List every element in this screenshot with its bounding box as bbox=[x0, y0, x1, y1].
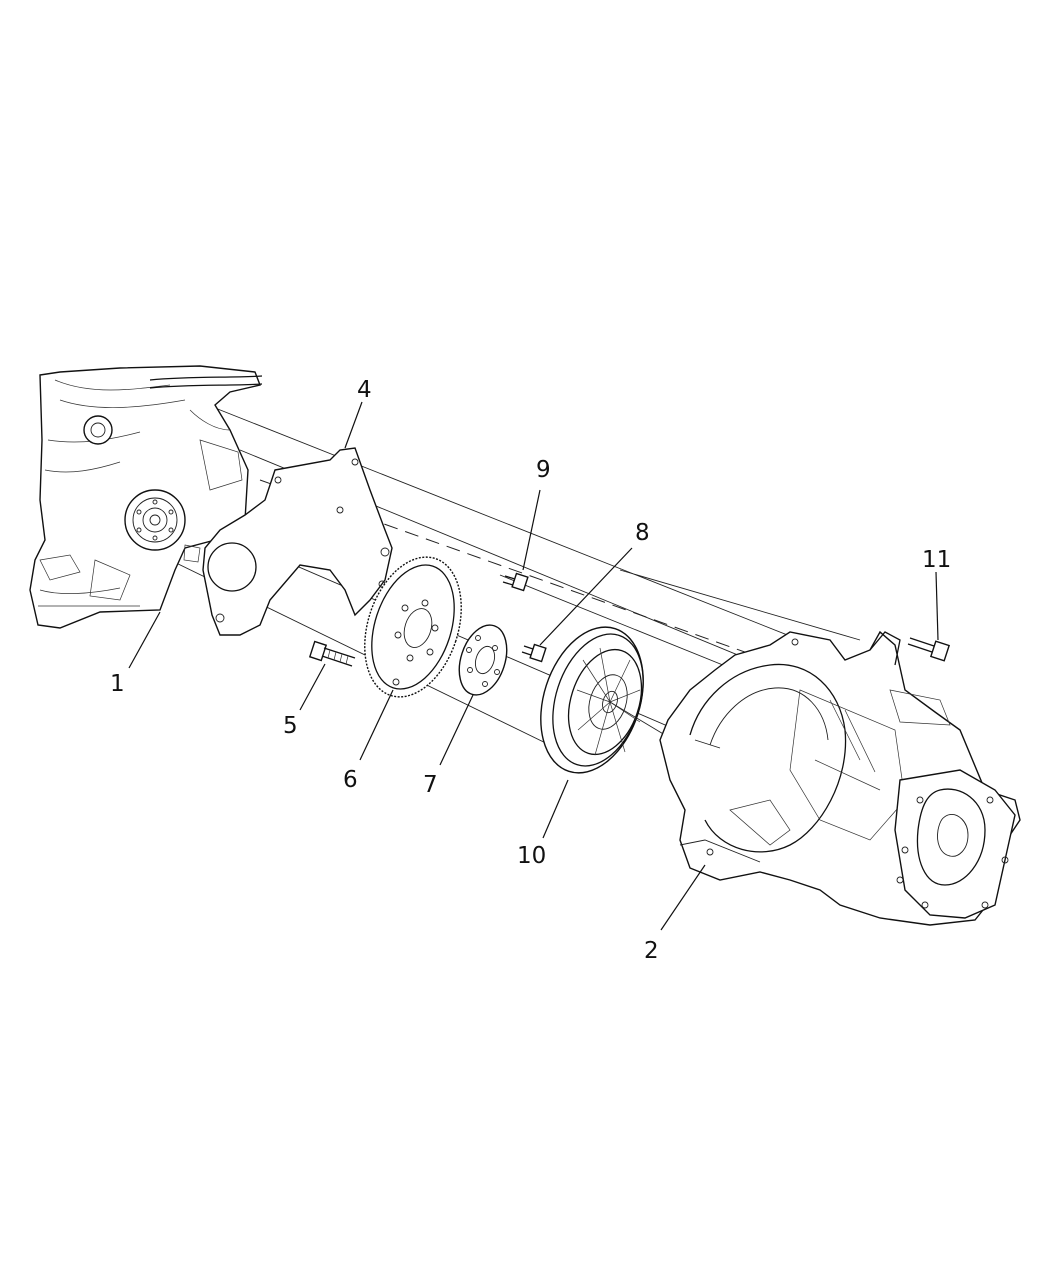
flywheel bbox=[364, 556, 462, 698]
callout-6: 6 bbox=[343, 767, 358, 793]
callout-labels: 1 2 4 5 6 7 8 9 10 11 bbox=[110, 377, 951, 964]
bolt-plate bbox=[502, 572, 529, 592]
bolt-flywheel bbox=[308, 640, 356, 667]
adapter-plate bbox=[202, 447, 393, 636]
engine-block bbox=[29, 365, 263, 629]
bolt-small bbox=[521, 643, 547, 663]
callout-1: 1 bbox=[110, 671, 125, 697]
callout-10: 10 bbox=[517, 843, 546, 869]
callout-2: 2 bbox=[644, 938, 659, 964]
callout-7: 7 bbox=[423, 772, 438, 798]
transaxle bbox=[659, 630, 1021, 926]
callout-9: 9 bbox=[536, 457, 551, 483]
clutch-assembly bbox=[540, 626, 666, 774]
callout-5: 5 bbox=[283, 713, 298, 739]
leader-lines bbox=[128, 401, 939, 931]
callout-4: 4 bbox=[357, 377, 372, 403]
bolt-transaxle bbox=[907, 637, 951, 662]
callout-8: 8 bbox=[635, 520, 650, 546]
callout-11: 11 bbox=[922, 547, 951, 573]
spacer-plate bbox=[458, 624, 508, 696]
